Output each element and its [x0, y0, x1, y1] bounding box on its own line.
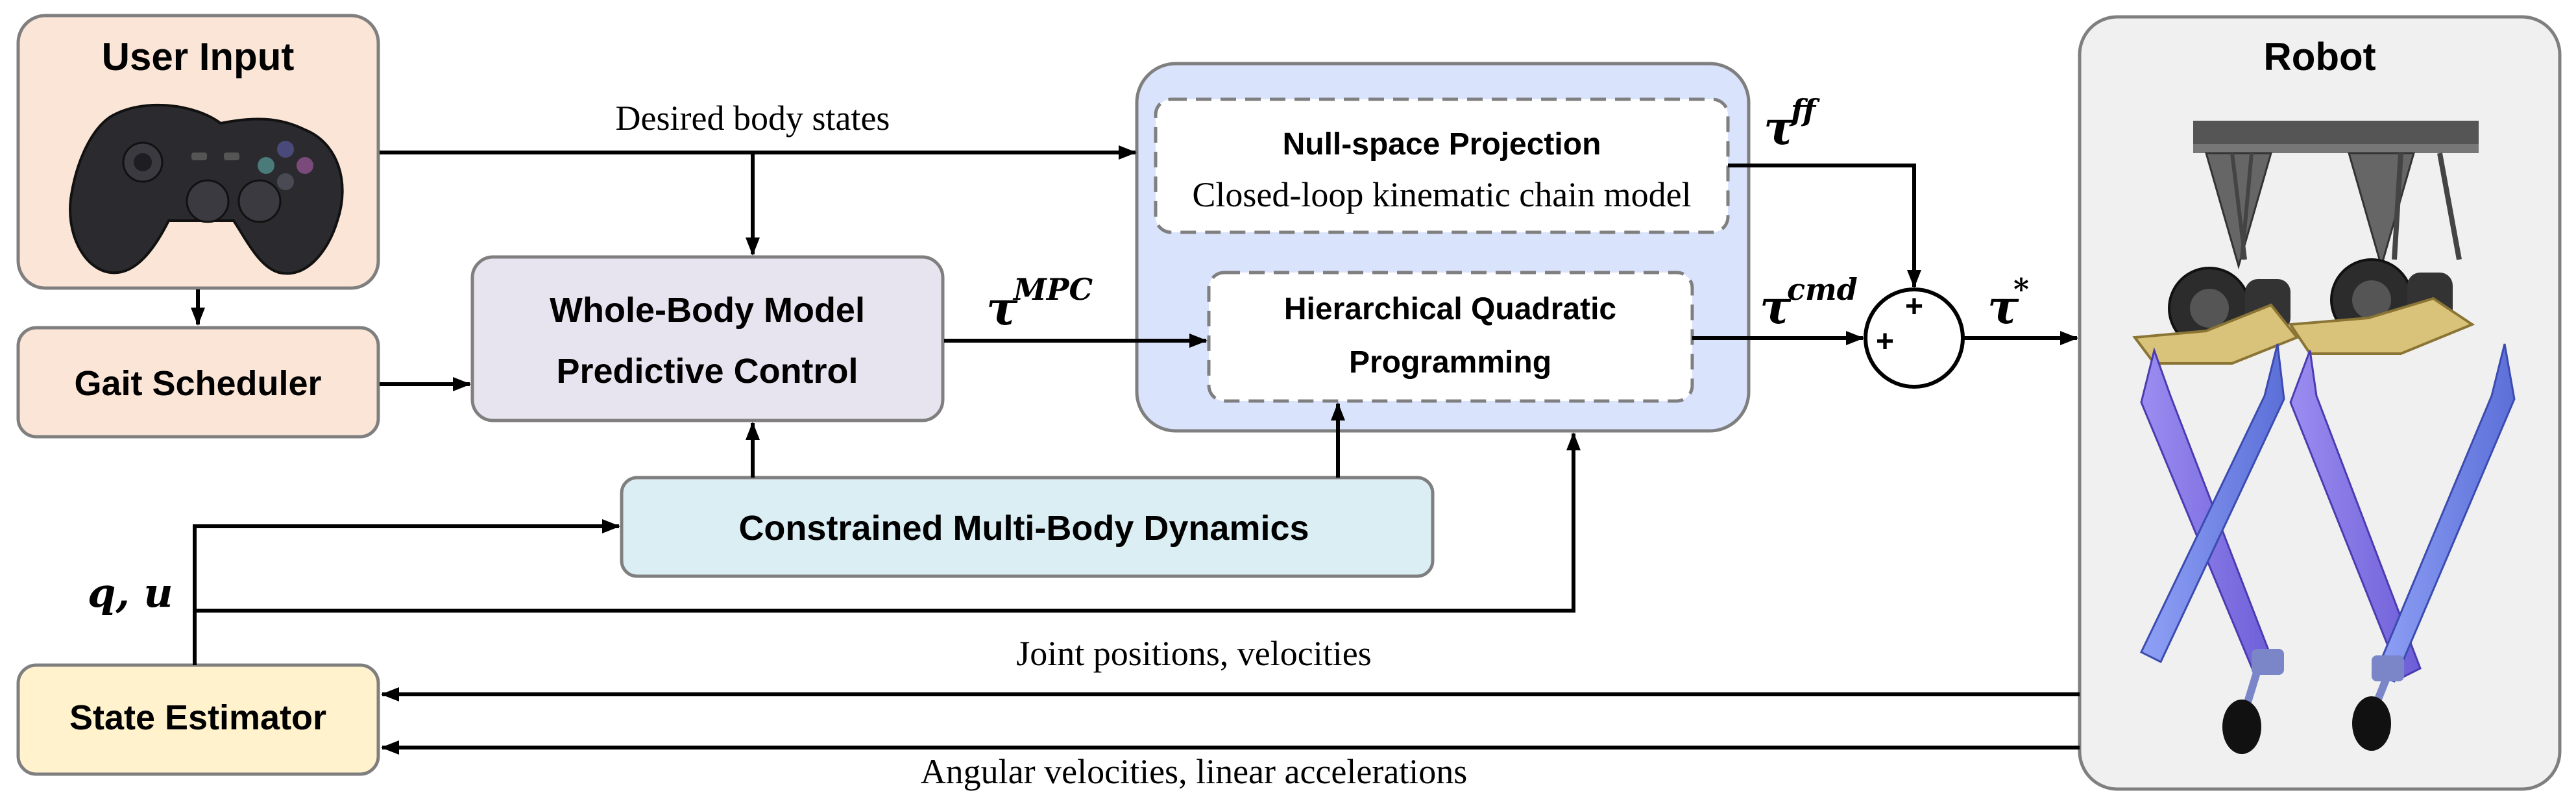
user-input-title: User Input	[102, 35, 295, 79]
gait-scheduler-title: Gait Scheduler	[74, 364, 321, 403]
sum-plus-left: +	[1876, 324, 1894, 359]
hqp-block: Hierarchical Quadratic Programming	[1207, 271, 1694, 403]
robot-illustration	[2132, 121, 2516, 754]
svg-text:τ: τ	[1764, 100, 1795, 155]
whole-body-mpc-block: Whole-Body Model Predictive Control	[470, 255, 945, 422]
hqp-title-line2: Programming	[1349, 345, 1551, 380]
label-desired-body-states: Desired body states	[616, 99, 890, 138]
robot-title: Robot	[2263, 35, 2376, 79]
arrow-ff-to-sum	[1728, 164, 1921, 288]
cmbd-title: Constrained Multi-Body Dynamics	[738, 509, 1309, 548]
state-estimator-title: State Estimator	[69, 698, 326, 737]
svg-text:*: *	[2013, 272, 2029, 307]
controller-group: Null-space Projection Closed-loop kinema…	[1135, 62, 1751, 433]
svg-text:ff: ff	[1789, 93, 1820, 128]
user-input-block: User Input	[16, 14, 380, 290]
hqp-title-line1: Hierarchical Quadratic	[1284, 292, 1616, 326]
gait-scheduler-block: Gait Scheduler	[16, 326, 380, 439]
connectors	[191, 145, 2080, 755]
svg-text:τ: τ	[1987, 279, 2019, 334]
svg-text:τ: τ	[1760, 279, 1792, 334]
arrow-state-to-dynamics	[193, 519, 620, 665]
label-imu-feedback: Angular velocities, linear accelerations	[921, 752, 1468, 791]
svg-text:MPC: MPC	[1012, 272, 1093, 307]
nullspace-projection-block: Null-space Projection Closed-loop kinema…	[1154, 97, 1730, 234]
svg-text:τ: τ	[986, 280, 1018, 335]
nullspace-subtitle: Closed-loop kinematic chain model	[1192, 175, 1691, 214]
nullspace-title: Null-space Projection	[1283, 127, 1601, 162]
robot-block: Robot	[2078, 15, 2562, 791]
label-tau-cmd: τ cmd	[1760, 272, 1858, 334]
label-tau-mpc: τ MPC	[986, 272, 1093, 335]
constrained-dynamics-block: Constrained Multi-Body Dynamics	[620, 476, 1435, 578]
label-tau-ff: τ ff	[1764, 93, 1820, 155]
label-q-u: q, u	[88, 569, 173, 616]
label-joint-feedback: Joint positions, velocities	[1016, 634, 1372, 673]
sum-plus-top: +	[1905, 289, 1923, 324]
wbmpc-title-line2: Predictive Control	[556, 352, 858, 391]
summing-junction: + +	[1864, 287, 1965, 389]
gamepad-icon	[69, 103, 344, 275]
arrow-state-to-controller	[195, 432, 1581, 613]
label-tau-star: τ *	[1987, 272, 2029, 334]
wbmpc-title-line1: Whole-Body Model	[550, 291, 865, 330]
svg-text:cmd: cmd	[1787, 272, 1858, 307]
state-estimator-block: State Estimator	[16, 663, 380, 776]
